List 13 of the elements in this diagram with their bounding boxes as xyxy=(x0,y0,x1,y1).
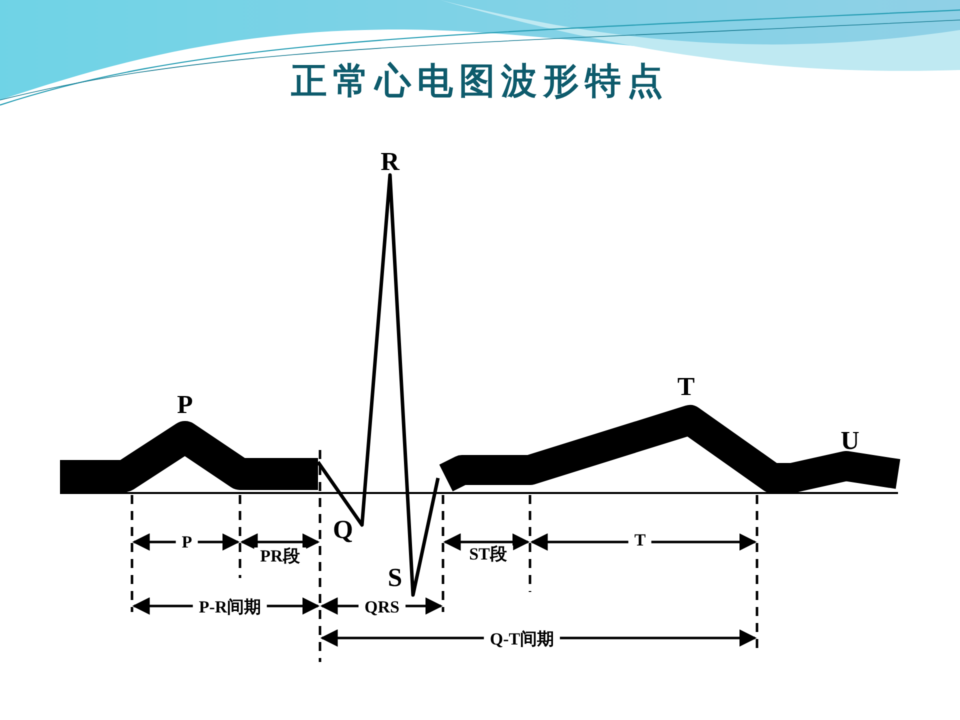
wave-label: R xyxy=(380,149,400,175)
wave-label: P xyxy=(177,392,193,418)
slide-title: 正常心电图波形特点 xyxy=(290,59,670,104)
wave-label: T xyxy=(677,374,695,400)
wave-label: S xyxy=(388,565,402,591)
interval-label: T xyxy=(628,532,652,548)
wave-label: Q xyxy=(332,517,354,543)
interval-label: P-R间期 xyxy=(192,598,268,616)
interval-label: Q-T间期 xyxy=(484,630,560,648)
interval-label: QRS xyxy=(358,598,406,616)
interval-label: PR段 xyxy=(254,548,306,564)
wave-label: U xyxy=(840,428,860,454)
interval-label: P xyxy=(176,534,198,550)
